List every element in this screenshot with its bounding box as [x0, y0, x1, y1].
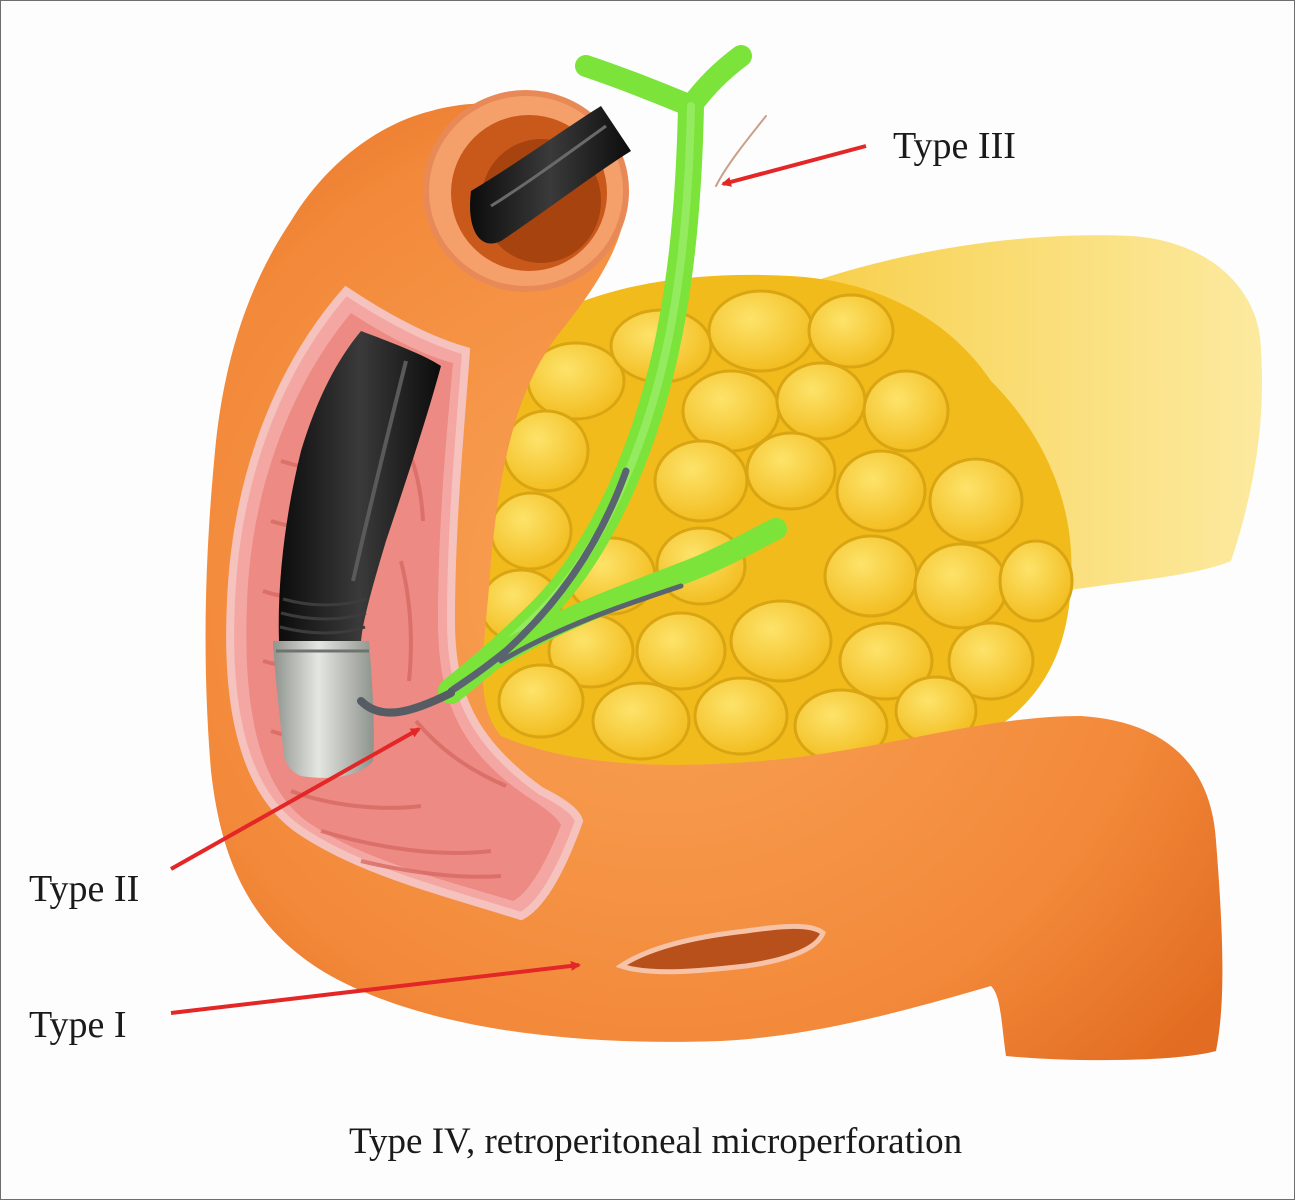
endoscope-rings — [279, 597, 368, 635]
endoscope-shaft — [278, 331, 441, 641]
arrow-icon — [170, 727, 421, 871]
type-1-perforation — [615, 923, 826, 975]
type-3-label: Type III — [893, 125, 1016, 167]
bile-duct — [438, 45, 787, 704]
type-2-label: Type II — [29, 868, 140, 910]
endoscope-tip — [273, 641, 374, 778]
pointer-arrows — [170, 144, 867, 1015]
arrow-icon — [721, 144, 867, 187]
endoscope-upper — [470, 106, 631, 244]
type-1-label: Type I — [29, 1004, 127, 1046]
arrow-icon — [170, 960, 581, 1015]
figure-caption: Type IV, retroperitoneal microperforatio… — [349, 1121, 963, 1162]
